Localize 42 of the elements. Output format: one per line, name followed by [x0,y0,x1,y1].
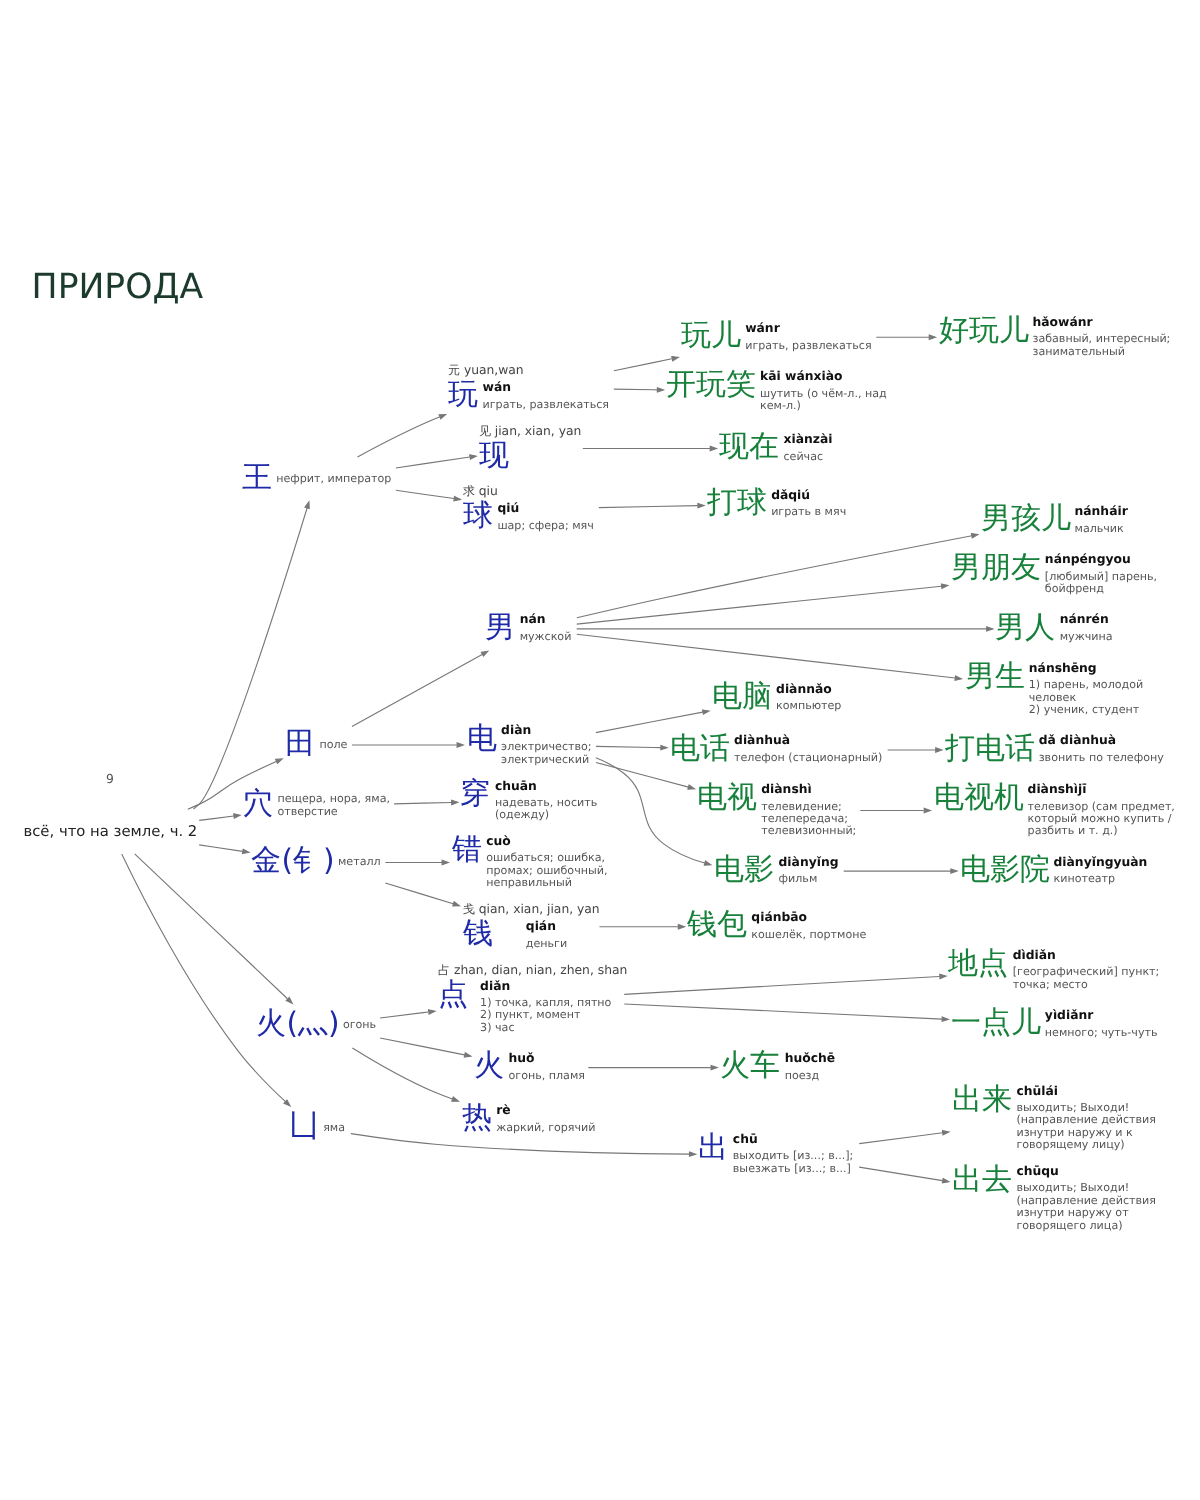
arrow [858,1129,951,1145]
arrow [623,1003,950,1022]
arrow [198,844,251,855]
arrow [351,1047,460,1102]
arrow [192,500,310,810]
arrow [595,761,697,790]
arrow [576,625,995,632]
arrow [623,973,948,995]
arrow [395,489,462,502]
node-text: 现 [478,438,509,473]
diagram-title: ПРИРОДА [31,267,204,308]
arrow [598,923,687,930]
arrow [350,1133,698,1158]
arrow [384,882,461,907]
arrow [395,454,478,469]
arrow [351,742,465,748]
arrow [598,502,706,509]
arrow [121,853,292,1107]
arrow [843,868,959,875]
arrow [356,413,448,458]
arrow [351,650,490,727]
arrow [134,853,294,1005]
arrow [595,744,669,751]
arrow [198,813,242,821]
arrow [379,1037,473,1058]
arrow [576,633,964,681]
arrow [595,709,711,734]
arrow [595,757,713,866]
arrow [859,807,933,814]
arrow [858,1166,951,1184]
arrow [379,1009,437,1019]
arrow [875,334,938,341]
arrow [613,355,680,372]
arrow [613,386,666,393]
arrow [887,747,944,753]
arrow [576,583,950,625]
arrow [187,758,284,810]
arrow [576,532,980,619]
arrow [582,445,719,452]
arrow [587,1064,719,1071]
arrow [393,799,460,806]
arrow [384,859,450,866]
